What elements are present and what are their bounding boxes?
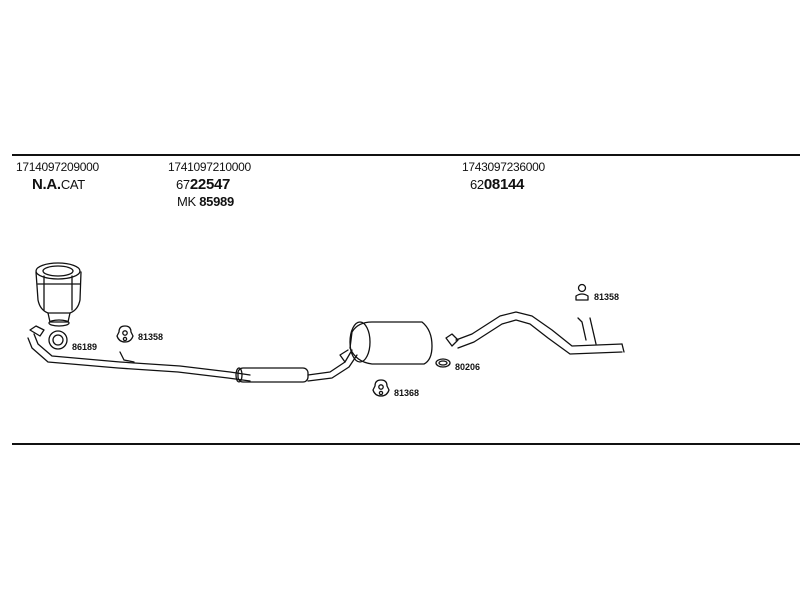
rubber-mount-muffler-part <box>372 379 390 397</box>
section1-label: N.A.CAT <box>32 176 85 193</box>
section1-code: 1714097209000 <box>16 160 99 174</box>
section3-number-lead: 62 <box>470 177 484 192</box>
section2-mk-prefix: MK <box>177 194 196 209</box>
ring-gasket-part <box>48 330 68 350</box>
bottom-divider <box>12 443 800 445</box>
section2-number-lead: 67 <box>176 177 190 192</box>
catalytic-converter-part <box>35 262 82 327</box>
ring-gasket-label: 86189 <box>72 342 97 352</box>
rubber-mount-front-part <box>116 325 134 343</box>
section2-code: 1741097210000 <box>168 160 251 174</box>
clamp-front-label: 81358 <box>138 332 163 342</box>
rear-muffler-part <box>339 321 433 365</box>
clamp-rear-top-label: 81358 <box>594 292 619 302</box>
section1-label-main: N.A. <box>32 176 61 193</box>
section3-number-main: 08144 <box>483 176 525 193</box>
top-divider <box>12 154 800 156</box>
rubber-mount-rear-part <box>575 283 589 301</box>
section2-mk-number: MK 85989 <box>177 194 234 209</box>
front-pipe-part <box>27 325 251 382</box>
clamp-ring-part <box>435 358 451 368</box>
middle-resonator-part <box>235 349 358 383</box>
tail-pipe-part <box>445 311 625 355</box>
section1-label-suffix: CAT <box>60 177 85 192</box>
section2-mk-value: 85989 <box>199 194 234 209</box>
section2-part-number: 6722547 <box>176 176 230 193</box>
section2-number-main: 22547 <box>189 176 231 193</box>
section3-part-number: 6208144 <box>470 176 524 193</box>
section3-code: 1743097236000 <box>462 160 545 174</box>
clamp-under-muffler-label: 81368 <box>394 388 419 398</box>
ring-mid-label: 80206 <box>455 362 480 372</box>
